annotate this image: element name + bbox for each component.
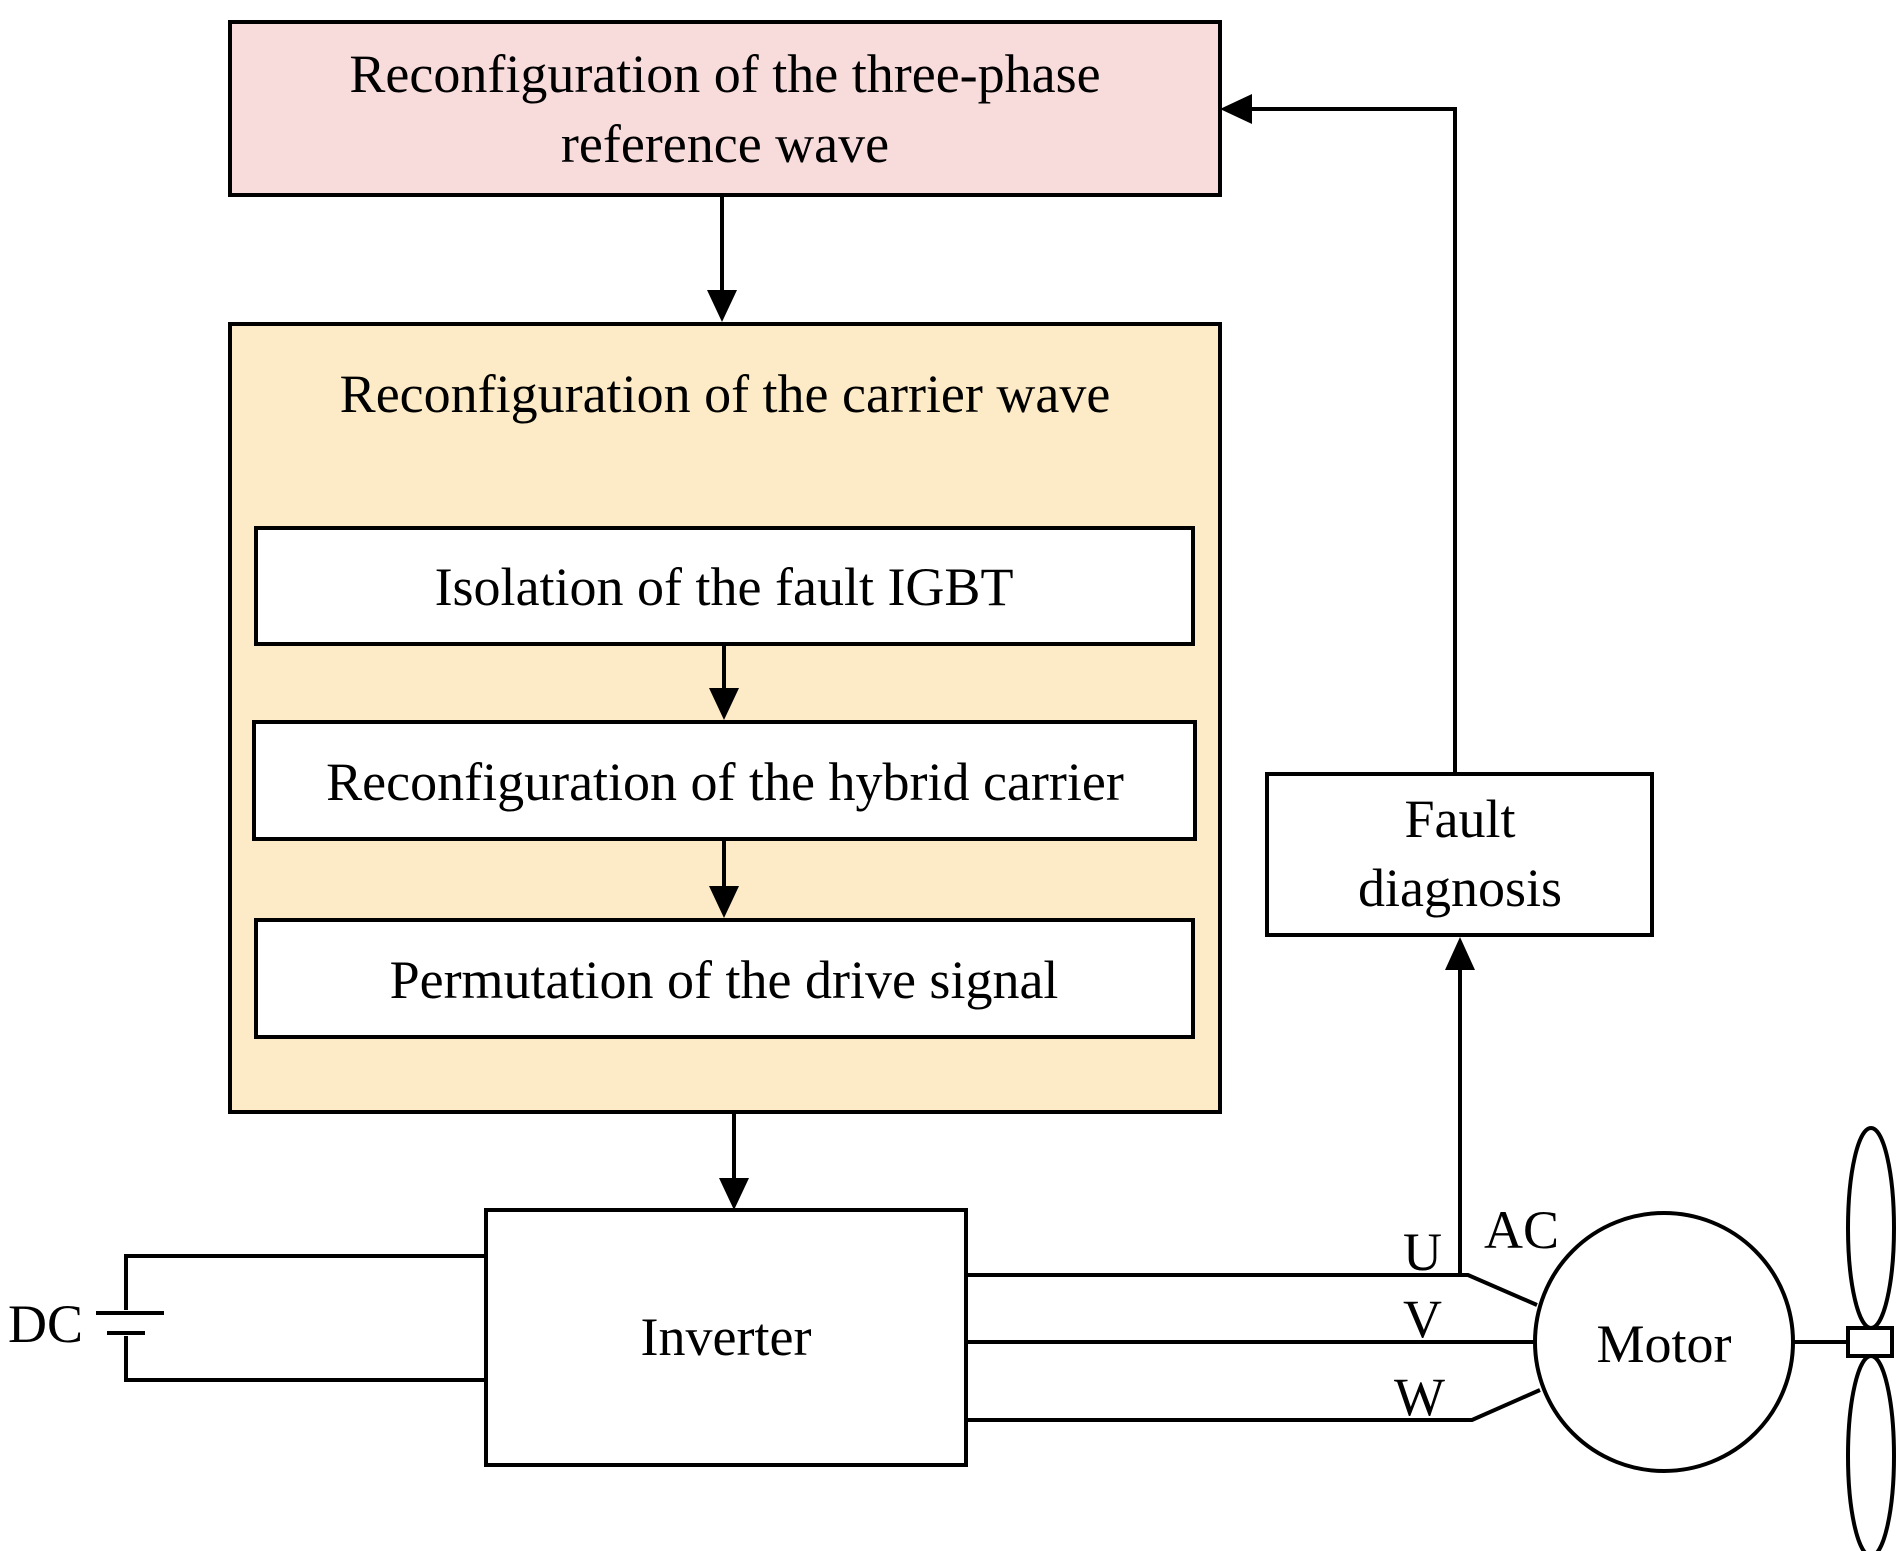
reference-wave-label-line2: reference wave [561,114,889,174]
fan-hub [1846,1326,1894,1358]
carrier-wave-block: Reconfiguration of the carrier wave Isol… [228,322,1222,1114]
motor-block: Motor [1533,1211,1795,1473]
arrow-phase-to-diagnosis [1445,937,1475,1275]
arrow-carrier-to-inverter [719,1112,749,1210]
arrow-hybrid-to-drive [709,839,739,918]
ac-label: AC [1484,1200,1559,1260]
motor-label: Motor [1597,1314,1732,1374]
fan-blade-upper [1846,1126,1896,1330]
hybrid-carrier-label: Reconfiguration of the hybrid carrier [326,752,1124,812]
carrier-wave-title: Reconfiguration of the carrier wave [340,364,1111,424]
phase-w-line [966,1388,1541,1422]
drive-signal-label: Permutation of the drive signal [390,950,1059,1010]
dc-label: DC [8,1294,83,1354]
inverter-box [484,1208,968,1467]
reference-wave-label-line1: Reconfiguration of the three-phase [349,44,1100,104]
fault-diagnosis-line1: Fault [1404,789,1515,849]
isolation-label: Isolation of the fault IGBT [435,557,1014,617]
fan-icon [1793,1126,1896,1551]
phase-u-label: U [1403,1222,1442,1282]
phase-v-label: V [1403,1289,1442,1349]
arrow-isolation-to-hybrid [709,644,739,720]
reference-wave-block: Reconfiguration of the three-phase refer… [228,20,1222,197]
phase-u-line [966,1273,1538,1307]
fan-blade-lower [1846,1354,1896,1551]
phase-w-label: W [1394,1367,1445,1427]
fault-diagnosis-line2: diagnosis [1358,858,1562,918]
inverter-label: Inverter [641,1307,812,1367]
arrow-reference-to-carrier [707,195,737,322]
fault-diagnosis-box [1265,772,1654,937]
drive-signal-box [254,918,1195,1039]
three-phase-lines: U V W AC [966,1200,1559,1427]
dc-source: DC [8,1254,486,1382]
reference-wave-box [228,20,1222,197]
arrow-diagnosis-to-reference [1220,94,1457,774]
inverter-block: Inverter [484,1208,968,1467]
fault-diagnosis-block: Fault diagnosis [1265,772,1654,937]
